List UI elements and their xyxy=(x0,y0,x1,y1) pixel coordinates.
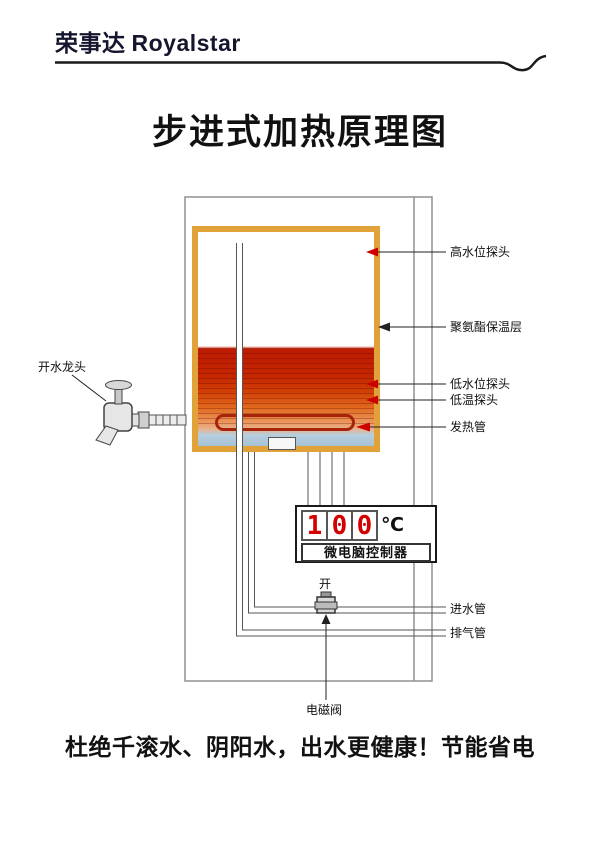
controller-label: 微电脑控制器 xyxy=(301,543,431,562)
header-rule xyxy=(55,54,547,72)
heater-terminal-block xyxy=(268,437,296,450)
temperature-display: 1 0 0 ℃ xyxy=(301,510,431,541)
microcomputer-controller: 1 0 0 ℃ 微电脑控制器 xyxy=(295,505,437,563)
page-title: 步进式加热原理图 xyxy=(151,113,448,152)
solenoid-valve-icon xyxy=(314,591,338,614)
slogan: 杜绝千滚水、阴阳水，出水更健康！节能省电 xyxy=(65,734,535,760)
temp-digit: 1 xyxy=(301,510,328,541)
callout-high-water-probe: 高水位探头 xyxy=(450,245,511,259)
callout-exhaust-pipe: 排气管 xyxy=(450,626,487,640)
brand-cn: 荣事达 xyxy=(55,30,126,56)
faucet-icon xyxy=(95,380,187,446)
controller-wires xyxy=(307,452,345,505)
callout-insulation-layer: 聚氨酯保温层 xyxy=(450,320,523,334)
heating-tube-shape xyxy=(215,414,355,431)
callout-heating-tube: 发热管 xyxy=(450,420,487,434)
valve-state-label: 开 xyxy=(319,577,332,591)
callout-low-water-probe: 低水位探头 xyxy=(450,377,511,391)
brand-en: Royalstar xyxy=(131,30,241,56)
callout-low-temp-probe: 低温探头 xyxy=(450,393,499,407)
temp-digit: 0 xyxy=(326,510,353,541)
valve-pointer-arrow-icon xyxy=(321,614,331,624)
temp-digit: 0 xyxy=(351,510,378,541)
callout-inlet-pipe: 进水管 xyxy=(450,602,487,616)
solenoid-valve-label: 电磁阀 xyxy=(306,703,343,717)
temp-unit: ℃ xyxy=(381,515,405,536)
faucet-label: 开水龙头 xyxy=(38,360,87,374)
